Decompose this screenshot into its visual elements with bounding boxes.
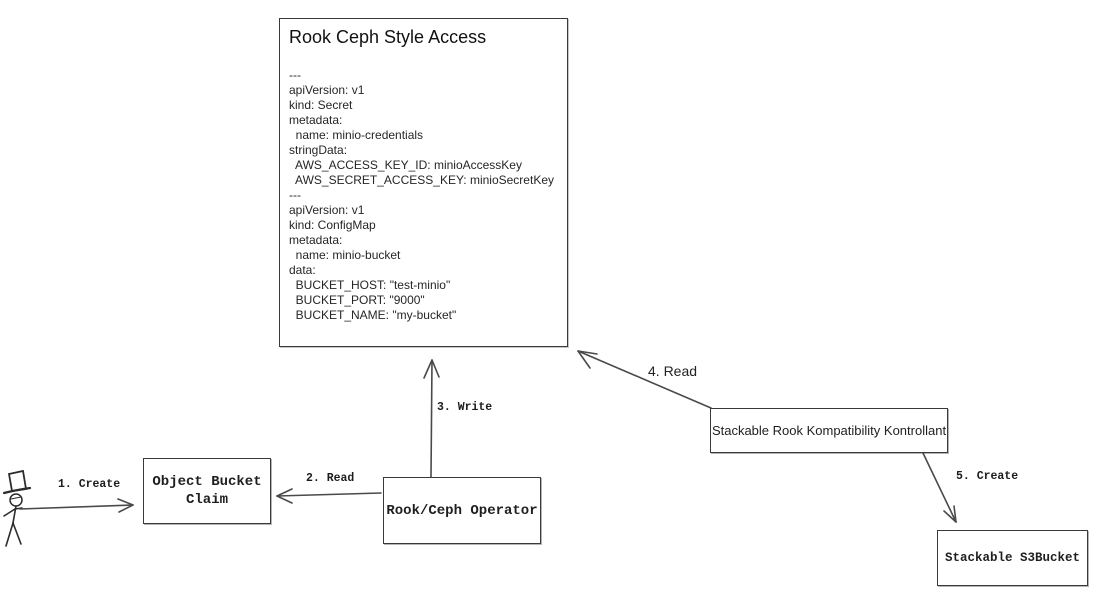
arrow-3-write <box>423 359 440 478</box>
hat-brim-icon <box>2 486 32 495</box>
left-leg-icon <box>5 522 14 547</box>
node-stackable-rook-kompatibility-kontrollant: Stackable Rook Kompatibility Kontrollant <box>710 408 948 453</box>
arrow-4-read <box>577 350 712 409</box>
face-icon <box>10 496 22 500</box>
arrow-label-4-read: 4. Read <box>648 363 698 379</box>
user-stick-figure-icon <box>2 469 32 547</box>
rook-ceph-style-access-title: Rook Ceph Style Access <box>289 27 487 47</box>
arrow-label-1-create: 1. Create <box>58 478 121 491</box>
arrow-1-create <box>19 498 134 513</box>
right-leg-icon <box>12 522 22 545</box>
arrow-label-2-read: 2. Read <box>306 472 355 485</box>
stackable-rook-kompatibility-kontrollant-label: Stackable Rook Kompatibility Kontrollant <box>711 423 947 438</box>
arrow-label-5-create: 5. Create <box>956 470 1019 483</box>
rook-ceph-operator-label: Rook/Ceph Operator <box>386 502 538 519</box>
arrow-5-create <box>922 452 957 523</box>
node-object-bucket-claim: Object Bucket Claim <box>143 458 271 524</box>
node-rook-ceph-style-access: Rook Ceph Style Access --- apiVersion: v… <box>279 18 568 347</box>
head-icon <box>9 493 23 507</box>
rook-ceph-style-access-yaml: --- apiVersion: v1 kind: Secret metadata… <box>289 68 554 322</box>
right-arm-icon <box>14 507 23 510</box>
arrow-label-3-write: 3. Write <box>437 401 493 414</box>
arrow-2-read <box>276 488 382 504</box>
node-rook-ceph-operator: Rook/Ceph Operator <box>383 477 541 544</box>
object-bucket-claim-label: Object Bucket Claim <box>152 474 262 508</box>
stackable-s3bucket-label: Stackable S3Bucket <box>944 551 1081 565</box>
left-arm-icon <box>3 508 16 517</box>
node-stackable-s3bucket: Stackable S3Bucket <box>937 530 1088 586</box>
